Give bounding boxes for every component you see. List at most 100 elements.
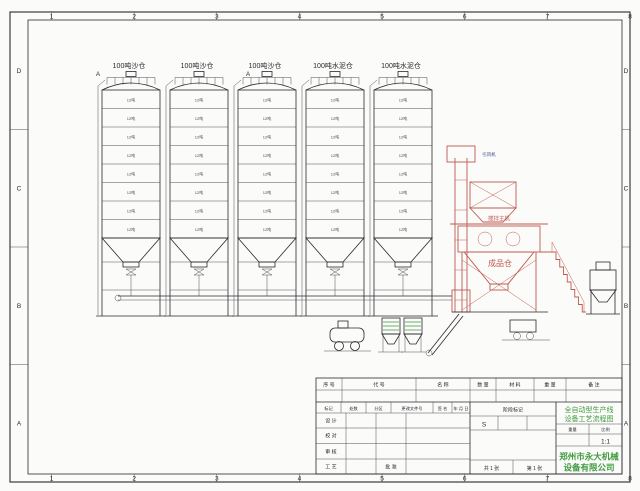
sign-row-process: 工 艺 [325, 465, 336, 471]
company-name-line2: 设备有限公司 [563, 463, 614, 473]
frame-bottom-number: 7 [546, 476, 550, 483]
frame-right-letter: A [624, 420, 629, 427]
silo-segment-label: 12吨 [263, 152, 271, 158]
parts-header-remark: 备 注 [588, 382, 599, 389]
title-block-grid [315, 377, 623, 475]
silo-segment-label: 12吨 [399, 189, 407, 195]
silo-segment-label: 12吨 [399, 115, 407, 121]
silo-segment-label: 12吨 [331, 152, 339, 158]
weigh-bin-2 [401, 317, 426, 353]
section-callout-a1: A [96, 72, 100, 78]
silo-segment-label: 12吨 [399, 171, 407, 177]
parts-header-qty: 数 量 [477, 382, 488, 389]
silo-segment-label: 12吨 [195, 208, 203, 214]
silo-segment-label: 12吨 [127, 208, 135, 214]
silo-segment-label: 12吨 [399, 226, 407, 232]
silo-segment-label: 12吨 [399, 134, 407, 140]
scale-label: 比例 [601, 426, 609, 433]
silo-segment-label: 12吨 [263, 226, 271, 232]
silo-segment-label: 12吨 [331, 226, 339, 232]
frame-top-number: 6 [463, 13, 467, 20]
silo-segment-label: 12吨 [195, 226, 203, 232]
rev-header-docno: 更改文件号 [402, 405, 423, 412]
rev-header-count: 处数 [349, 405, 358, 412]
silo-segment-label: 12吨 [195, 97, 203, 103]
frame-top-number: 7 [546, 13, 550, 20]
silo-segment-label: 12吨 [127, 152, 135, 158]
silo-segment-label: 12吨 [263, 208, 271, 214]
silo-segment-label: 12吨 [263, 171, 271, 177]
collecting-conveyor [114, 294, 452, 302]
storage-silos: 100吨沙仓12吨12吨12吨12吨12吨12吨12吨12吨100吨沙仓12吨1… [96, 61, 438, 317]
frame-bottom-number: 2 [132, 476, 136, 483]
stage-mark-value: S [482, 422, 487, 429]
silo-segment-label: 12吨 [331, 134, 339, 140]
silo-segment-label: 12吨 [263, 97, 271, 103]
sheet-number: 第 1 张 [527, 465, 543, 472]
skip-cart [502, 319, 550, 341]
silo-segment-label: 12吨 [331, 189, 339, 195]
title-block: 序 号 代 号 名 称 数 量 材 料 重 量 备 注 标记 处数 分区 更改文… [315, 377, 623, 475]
frame-right-letter: D [624, 68, 629, 75]
air-compressor [324, 320, 371, 352]
rev-header-mark: 标记 [324, 405, 333, 412]
mixing-plant: 引风机 搅拌主机 成品仓 [446, 145, 620, 341]
auxiliary-equipment [324, 313, 464, 357]
silo-segment-label: 12吨 [331, 115, 339, 121]
sheet-total: 共 1 张 [484, 465, 500, 472]
silo-segment-label: 12吨 [399, 152, 407, 158]
silo-capacity-label: 100吨沙仓 [113, 61, 146, 70]
frame-top-number: 8 [628, 13, 632, 20]
parts-header-code: 代 号 [373, 382, 384, 389]
mixer-body [450, 223, 548, 253]
rev-header-zone: 分区 [374, 405, 382, 412]
silo-segment-label: 12吨 [127, 115, 135, 121]
frame-bottom-number: 6 [463, 476, 467, 483]
silo-segment-label: 12吨 [127, 189, 135, 195]
silo-segment-label: 12吨 [399, 97, 407, 103]
rev-header-date: 年 月 日 [454, 405, 469, 412]
silo-segment-label: 12吨 [127, 134, 135, 140]
frame-bottom-number: 5 [380, 476, 384, 483]
parts-header-material: 材 料 [509, 382, 520, 389]
sign-row-review: 审 核 [325, 449, 336, 456]
frame-top-number: 5 [380, 13, 384, 20]
silo-segment-label: 12吨 [127, 226, 135, 232]
silo-segment-label: 12吨 [331, 97, 339, 103]
silo-segment-label: 12吨 [263, 134, 271, 140]
frame-right-letter: B [624, 303, 628, 310]
frame-right-letter: C [624, 185, 629, 192]
silo-segment-label: 12吨 [195, 115, 203, 121]
frame-bottom-number: 1 [50, 476, 54, 483]
silo-segment-label: 12吨 [195, 189, 203, 195]
feeder-bin [586, 261, 620, 315]
frame-left-letter: C [17, 185, 22, 192]
scale-value: 1:1 [601, 439, 610, 446]
access-stairs [540, 241, 586, 313]
company-name-line1: 郑州市永大机械 [559, 452, 619, 462]
section-callouts: A A [96, 72, 250, 78]
parts-header-name: 名 称 [437, 382, 448, 389]
sign-row-check: 校 对 [325, 433, 336, 440]
frame-bottom-number: 3 [215, 476, 219, 483]
weigh-hopper [468, 181, 518, 223]
silo-segment-label: 12吨 [263, 115, 271, 121]
approve-label: 批 准 [385, 464, 396, 471]
product-name-line1: 全自动型生产线 [565, 405, 614, 414]
frame-top-number: 2 [132, 13, 136, 20]
frame-left-letter: B [17, 303, 21, 310]
frame-top-number: 1 [50, 13, 54, 20]
inclined-screw-conveyor [425, 313, 464, 357]
silo-segment-label: 12吨 [195, 134, 203, 140]
weigh-bin-1 [378, 317, 403, 353]
silo-segment-label: 12吨 [331, 208, 339, 214]
frame-bottom-number: 8 [628, 476, 632, 483]
silo-segment-label: 12吨 [263, 189, 271, 195]
